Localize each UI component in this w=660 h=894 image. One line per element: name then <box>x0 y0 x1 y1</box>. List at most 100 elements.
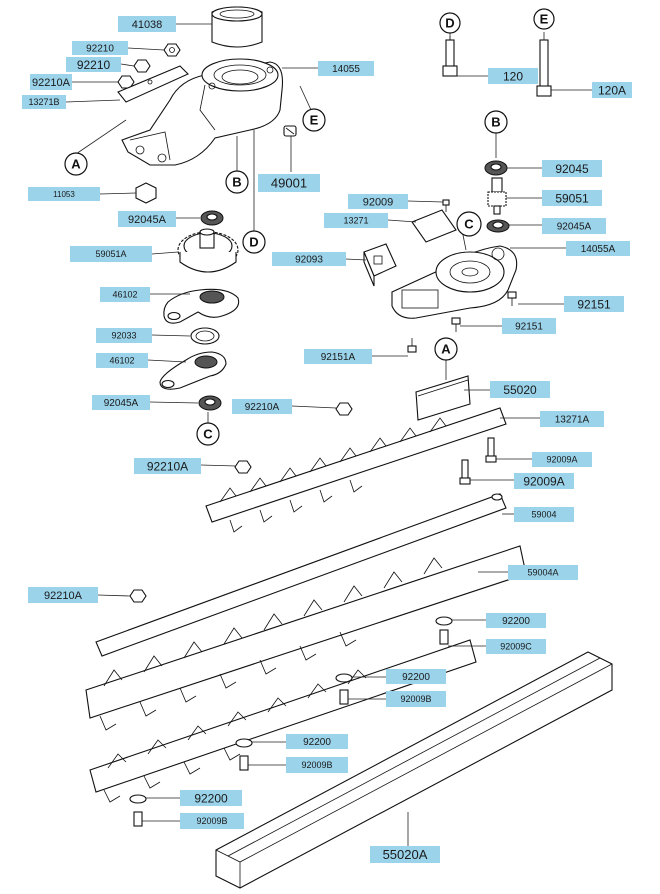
part-number-text: 92045A <box>104 398 139 409</box>
part-label-box <box>370 846 440 863</box>
part-label: 92009B <box>286 757 348 773</box>
part-label: 120A <box>592 82 632 98</box>
part-label-box <box>318 61 374 76</box>
part-number-text: 92045A <box>557 222 592 233</box>
part-number-text: 92151 <box>515 322 543 333</box>
part-label: 11053 <box>28 187 100 201</box>
fitting-49001-shape <box>283 125 297 137</box>
part-label-box <box>272 252 346 266</box>
washers-92200-shapes <box>129 616 453 804</box>
part-label-box <box>532 452 592 467</box>
part-label-box <box>134 458 201 474</box>
bolt-120a-shape <box>536 39 552 97</box>
reference-marker: D <box>439 12 461 34</box>
part-label-box <box>28 587 98 603</box>
cup-41038-shape <box>211 6 263 48</box>
part-number-text: 92200 <box>502 616 530 627</box>
part-number-text: 55020 <box>503 383 537 397</box>
part-number-text: 92045 <box>555 162 589 176</box>
part-label-box <box>386 691 446 707</box>
part-label-box <box>92 395 150 410</box>
shaft-59051-shape <box>487 177 507 215</box>
lower-case-14055a-shape <box>391 245 518 319</box>
part-label: 92200 <box>386 669 446 684</box>
reference-letter: B <box>232 175 241 190</box>
bearing-92045a-right-shape <box>486 219 510 233</box>
part-label-box <box>100 287 150 302</box>
reference-marker: A <box>64 152 88 176</box>
part-label: 92210A <box>30 74 72 90</box>
part-label: 92093 <box>272 252 346 266</box>
part-label: 14055A <box>566 241 630 256</box>
part-label-box <box>180 813 244 829</box>
part-number-text: 59051A <box>95 249 126 259</box>
part-label: 92045A <box>118 211 176 227</box>
reference-letter: D <box>445 16 454 31</box>
part-number-text: 92210 <box>86 44 114 55</box>
reference-letter: E <box>310 113 319 128</box>
nut-92210-shape <box>163 43 181 57</box>
part-number-text: 46102 <box>112 290 137 300</box>
bar-59004-shape <box>95 493 507 657</box>
reference-letter: E <box>540 12 549 27</box>
part-label: 92033 <box>96 328 152 343</box>
part-number-text: 92200 <box>194 791 228 805</box>
reference-circle <box>242 230 266 254</box>
part-label: 59051A <box>70 246 152 262</box>
blade-upper-shape <box>205 407 507 533</box>
reference-circle <box>484 110 508 134</box>
part-label-box <box>30 74 72 90</box>
part-label: 92009A <box>514 473 574 489</box>
part-label: 13271A <box>540 411 604 427</box>
part-label: 13271 <box>324 213 388 228</box>
bearing-92045a-shape <box>200 210 224 226</box>
crank-46102-upper-shape <box>163 288 240 324</box>
nuts-92210a-shapes <box>129 402 353 603</box>
part-number-text: 92009B <box>196 816 227 826</box>
reference-circle <box>302 108 326 132</box>
part-label: 92210A <box>28 587 98 603</box>
part-number-text: 92009A <box>546 455 577 465</box>
part-label: 92200 <box>180 790 242 806</box>
part-label-box <box>566 241 630 256</box>
part-number-text: 55020A <box>383 847 428 862</box>
part-number-text: 92151A <box>321 352 356 363</box>
part-label-box <box>502 318 556 334</box>
reference-letter: C <box>203 427 213 442</box>
gasket-13271-shape <box>411 209 457 243</box>
part-label: 92200 <box>486 613 546 628</box>
part-label-box <box>508 565 578 580</box>
reference-marker: E <box>302 108 326 132</box>
part-label-box <box>180 790 242 806</box>
part-number-text: 14055 <box>332 64 360 75</box>
reference-letter: A <box>441 342 451 357</box>
reference-marker: E <box>533 8 555 30</box>
part-label-box <box>514 507 574 522</box>
part-label: 92210A <box>134 458 201 474</box>
part-label: 92151A <box>304 349 372 364</box>
reference-marker: B <box>225 170 249 194</box>
part-label: 92009A <box>532 452 592 467</box>
part-number-text: 92210 <box>77 58 111 72</box>
bolts-92009-shapes <box>133 629 449 827</box>
part-number-text: 120 <box>503 69 523 83</box>
part-number-text: 92200 <box>402 672 430 683</box>
part-label-box <box>118 16 176 32</box>
reference-circle <box>456 211 482 237</box>
part-number-text: 92210A <box>32 77 71 89</box>
part-number-text: 46102 <box>109 356 134 366</box>
part-label-box <box>592 82 632 98</box>
part-label: 92045A <box>92 395 150 410</box>
reference-circle <box>64 152 88 176</box>
nut-92210-b-shape <box>133 59 151 73</box>
part-label-box <box>540 411 604 427</box>
part-label-box <box>324 213 388 228</box>
part-label-box <box>542 190 602 206</box>
part-number-text: 59004A <box>527 568 558 578</box>
screw-92151-shapes <box>407 291 517 353</box>
blade-lower-shape <box>89 639 477 803</box>
part-label-box <box>118 211 176 227</box>
part-number-text: 92009C <box>500 642 532 652</box>
